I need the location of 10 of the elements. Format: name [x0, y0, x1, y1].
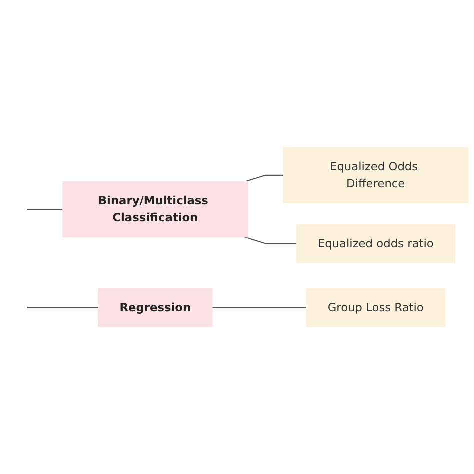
connector [244, 236, 297, 244]
connector [244, 174, 284, 182]
node-box: Regression [98, 288, 213, 327]
node-box: Equalized Odds Difference [283, 147, 469, 204]
node-box: Equalized odds ratio [296, 224, 456, 263]
connector [27, 306, 98, 308]
connector [212, 306, 306, 308]
node-box: Binary/Multiclass Classification [62, 181, 248, 238]
connector [27, 208, 63, 210]
node-box: Group Loss Ratio [306, 288, 446, 327]
